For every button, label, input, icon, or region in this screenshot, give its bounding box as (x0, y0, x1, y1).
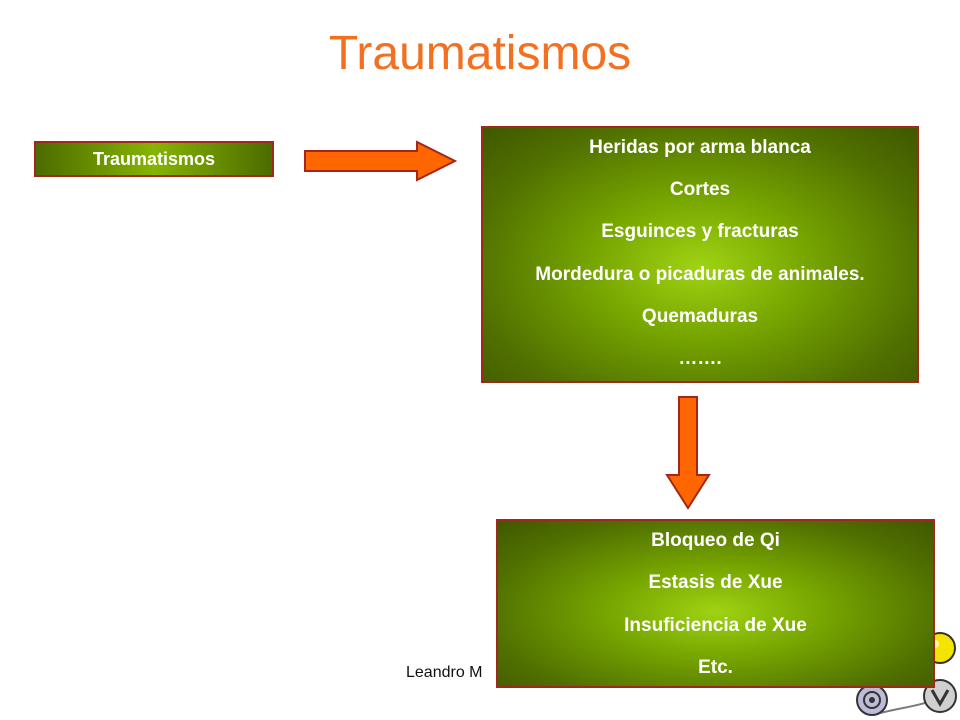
causes-box: Heridas por arma blanca Cortes Esguinces… (481, 126, 919, 383)
footer-author: Leandro M (406, 664, 483, 681)
cause-item: Esguinces y fracturas (601, 221, 799, 243)
right-arrow-icon (304, 140, 458, 182)
effect-item: Bloqueo de Qi (651, 530, 780, 551)
effect-item: Estasis de Xue (648, 572, 783, 594)
effect-item: Insuficiencia de Xue (624, 614, 807, 636)
cause-item: ……. (678, 347, 722, 369)
source-node-traumatismos: Traumatismos (34, 141, 274, 177)
down-arrow-icon (665, 396, 711, 510)
source-node-label: Traumatismos (92, 148, 216, 169)
effects-box: Bloqueo de Qi Estasis de Xue Insuficienc… (496, 519, 935, 688)
effect-item: Etc. (698, 656, 733, 678)
cause-item: Quemaduras (641, 305, 759, 327)
cause-item: Mordedura o picaduras de animales. (535, 263, 865, 285)
slide-title: Traumatismos (328, 27, 632, 80)
cause-item: Cortes (669, 179, 731, 201)
cause-item: Heridas por arma blanca (589, 137, 811, 158)
